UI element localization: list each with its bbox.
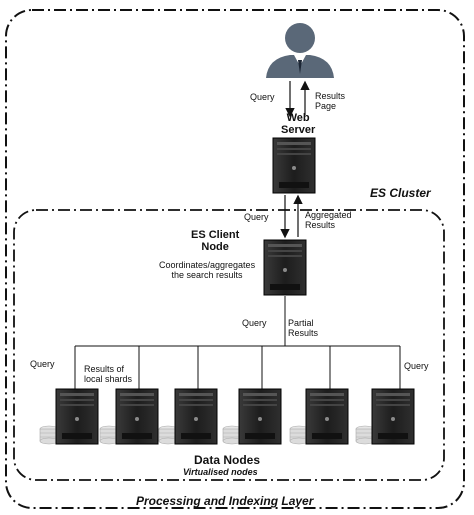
query-label-partial: Query — [242, 318, 267, 328]
coordinates-label: Coordinates/aggregates the search result… — [159, 260, 256, 280]
processing-layer-label: Processing and Indexing Layer — [136, 494, 314, 508]
user-icon — [266, 23, 334, 78]
query-label-top: Query — [250, 92, 275, 102]
query-label-left: Query — [30, 359, 55, 369]
data-node-5 — [289, 388, 349, 445]
es-cluster-boundary — [13, 209, 445, 481]
partial-results-label: Partial Results — [288, 318, 319, 338]
data-nodes-label: Data Nodes — [194, 453, 261, 467]
processing-layer-boundary — [5, 9, 465, 509]
virtualised-nodes-label: Virtualised nodes — [183, 467, 258, 477]
client-node-server-icon — [263, 239, 307, 296]
web-server-label: Web Server — [281, 112, 316, 136]
web-server-icon — [272, 137, 316, 194]
es-cluster-label: ES Cluster — [370, 186, 431, 200]
results-page-label: Results Page — [315, 91, 346, 111]
data-node-1 — [39, 388, 99, 445]
query-label-right: Query — [404, 361, 429, 371]
query-label-client: Query — [244, 212, 269, 222]
aggregated-results-label: Aggregated Results — [305, 210, 352, 230]
data-node-6 — [355, 388, 415, 445]
data-node-3 — [158, 388, 218, 445]
data-node-4 — [222, 388, 282, 445]
data-node-2 — [99, 388, 159, 445]
results-local-shards-label: Results of local shards — [84, 364, 133, 384]
es-client-node-label: ES Client Node — [191, 229, 240, 253]
